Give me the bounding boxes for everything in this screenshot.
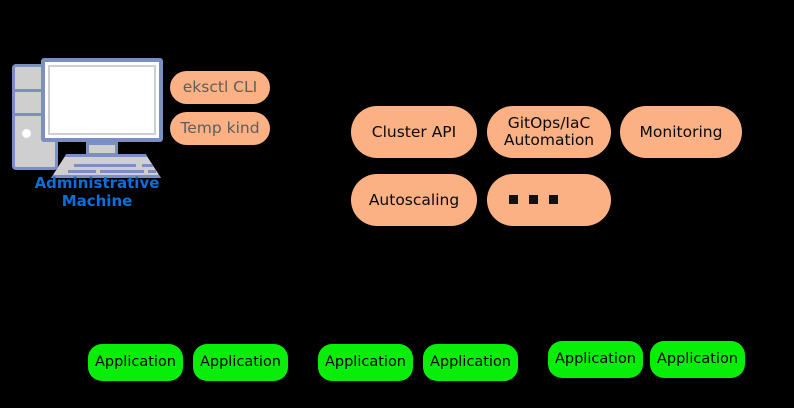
application-pill[interactable]: Application bbox=[318, 344, 413, 381]
tool-pill-eksctl-cli[interactable]: eksctl CLI bbox=[170, 71, 270, 104]
keyboard-key-row bbox=[142, 164, 154, 167]
ellipsis-dot bbox=[509, 195, 518, 204]
ellipsis-dot bbox=[529, 195, 538, 204]
ellipsis-icon bbox=[509, 195, 558, 204]
capability-pill-gitops-iac-automation[interactable]: GitOps/IaC Automation bbox=[487, 106, 611, 158]
keyboard-key-row bbox=[68, 170, 96, 173]
ellipsis-dot bbox=[549, 195, 558, 204]
application-pill[interactable]: Application bbox=[88, 344, 183, 381]
tower-slot bbox=[15, 89, 55, 92]
tool-pill-temp-kind[interactable]: Temp kind bbox=[170, 112, 270, 145]
keyboard-key-row bbox=[100, 170, 144, 173]
application-pill[interactable]: Application bbox=[548, 341, 643, 378]
monitor-screen bbox=[48, 65, 156, 135]
capability-pill-cluster-api[interactable]: Cluster API bbox=[351, 106, 477, 158]
capability-pill-autoscaling[interactable]: Autoscaling bbox=[351, 174, 477, 226]
application-pill[interactable]: Application bbox=[650, 341, 745, 378]
desktop-computer-icon bbox=[12, 58, 164, 178]
application-pill[interactable]: Application bbox=[423, 344, 518, 381]
monitor-stand bbox=[86, 142, 118, 156]
tower-slot bbox=[15, 113, 55, 116]
keyboard-key-row bbox=[148, 170, 156, 173]
monitor-icon bbox=[41, 58, 163, 142]
application-pill[interactable]: Application bbox=[193, 344, 288, 381]
capability-pill-monitoring[interactable]: Monitoring bbox=[620, 106, 742, 158]
admin-machine-label: Administrative Machine bbox=[34, 174, 160, 211]
tower-power-dot bbox=[22, 129, 31, 138]
keyboard-icon bbox=[51, 154, 161, 178]
keyboard-key-row bbox=[74, 164, 136, 167]
